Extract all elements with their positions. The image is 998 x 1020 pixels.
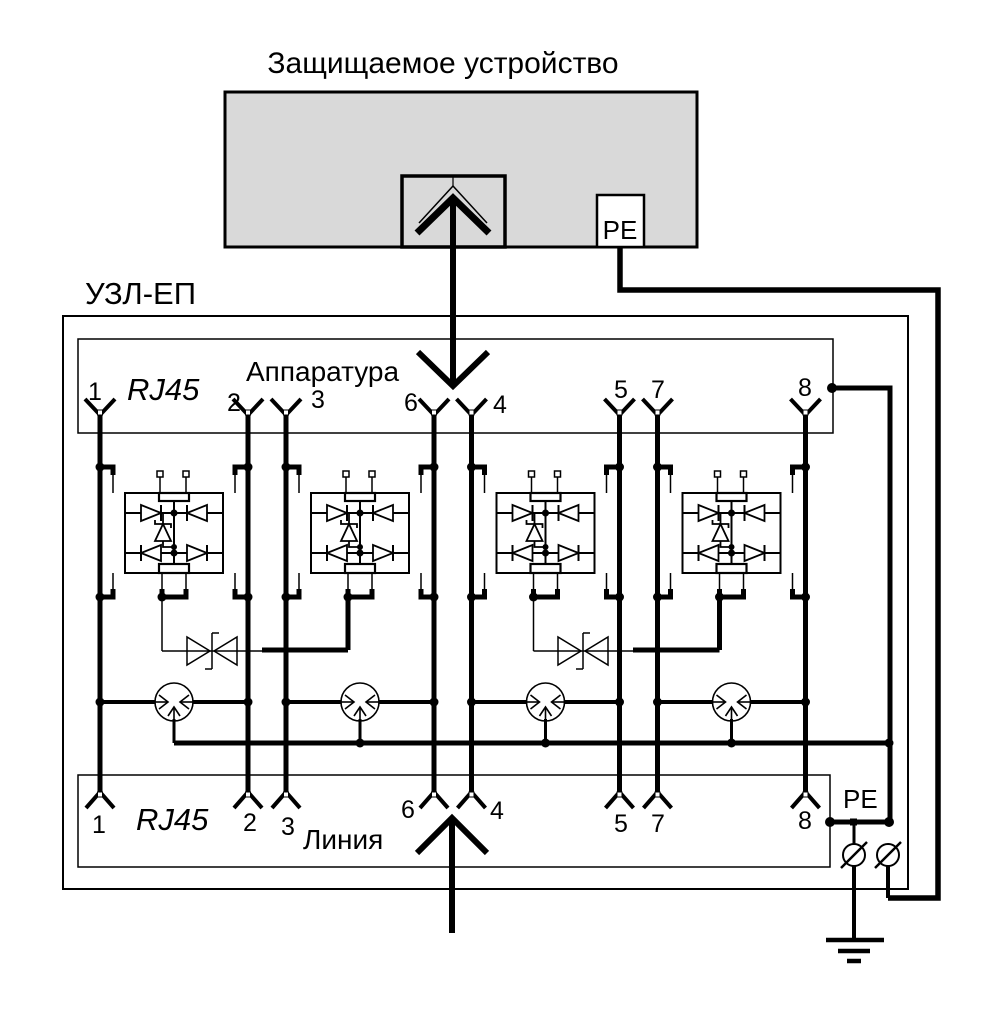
bottom-port-label: Линия: [303, 824, 383, 855]
device-pe-terminal-box: [595, 193, 646, 249]
protected-device-title: Защищаемое устройство: [267, 47, 618, 80]
pin-label: 5: [614, 810, 628, 838]
arrow-down-icon: [415, 349, 491, 391]
pe-wire: [617, 247, 941, 901]
protection-block-3: [472, 467, 620, 602]
top-rj45-label: RJ45: [127, 372, 200, 407]
pin-label: 4: [490, 797, 504, 825]
pin-label: 1: [88, 378, 102, 406]
pe-ground-path: [825, 383, 903, 964]
pin-label: 6: [404, 389, 418, 417]
earth-screw-terminal: [839, 840, 869, 870]
pin-label: 8: [798, 807, 812, 835]
junction-dot: [827, 383, 837, 393]
pin-label: 5: [614, 376, 628, 404]
protection-block-2: [286, 467, 434, 602]
junction-dot: [541, 738, 550, 748]
uzl-device: УЗЛ-ЕП: [62, 276, 909, 890]
gdt-3: [469, 681, 622, 745]
pin-label: 7: [651, 810, 665, 838]
pin-label: 8: [798, 374, 812, 402]
pin-label: 3: [281, 813, 295, 841]
signal-pairs: [85, 399, 821, 808]
pin-label: 2: [227, 389, 241, 417]
bottom-rj45-label: RJ45: [136, 802, 209, 837]
top-rj45-port: RJ45 Аппаратура 1 2 3 6 4 5 7 8: [77, 338, 834, 434]
uzl-device-label: УЗЛ-ЕП: [85, 276, 196, 311]
gdt-4: [655, 681, 808, 745]
gdt-row: [98, 681, 894, 748]
pin-label: 7: [651, 376, 665, 404]
junction-dot: [355, 738, 365, 748]
internal-ground-line: [832, 385, 893, 822]
pin-label: 6: [401, 796, 415, 824]
protected-device: Защищаемое устройство PE: [223, 47, 699, 249]
pin-label: 4: [493, 391, 507, 419]
protection-blocks: [100, 467, 806, 670]
gdt-1: [98, 681, 250, 745]
pe-screw-terminal: [873, 840, 903, 870]
earth-ground-icon: [826, 937, 884, 964]
device-pe-label: PE: [603, 215, 638, 245]
bottom-rj45-port: RJ45 Линия 1 2 3 6 4 5 7 8 PE: [77, 774, 878, 868]
protection-block-1: [100, 467, 248, 602]
cable-arrow-top: [415, 201, 491, 391]
cable-arrow-bottom: [414, 813, 490, 933]
pin-label: 3: [311, 386, 325, 414]
pin-label: 1: [92, 811, 106, 839]
pin-label: 2: [243, 809, 257, 837]
junction-dot: [825, 817, 835, 827]
top-port-label: Аппаратура: [246, 356, 399, 387]
plug-arrow-icon: [414, 193, 492, 236]
junction-dot: [727, 738, 736, 748]
bottom-pe-label: PE: [843, 784, 878, 814]
protection-block-4: [658, 467, 806, 602]
pair-1-2: [85, 399, 263, 808]
gdt-2: [284, 681, 436, 745]
arrow-up-icon: [414, 813, 490, 856]
socket-contact-icon: [418, 184, 488, 224]
junction-dot: [884, 817, 894, 827]
uzl-enclosure-box: [62, 315, 909, 890]
